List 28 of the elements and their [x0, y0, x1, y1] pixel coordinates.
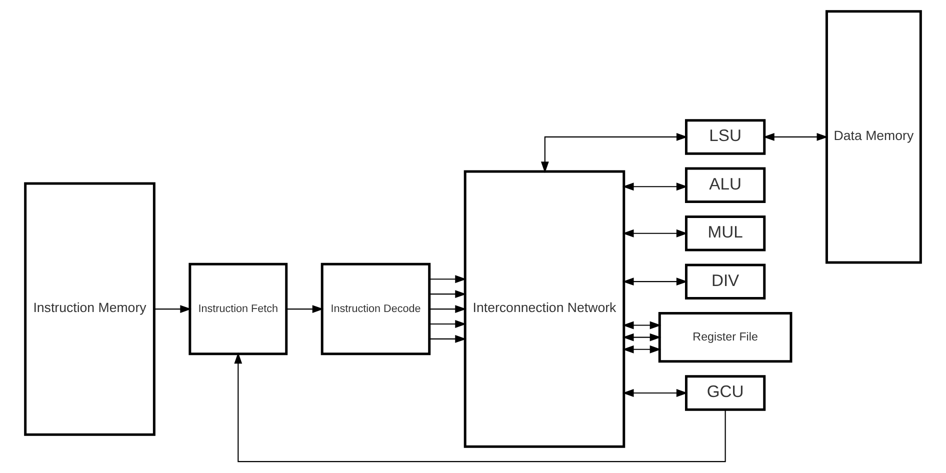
arrow	[429, 305, 466, 313]
arrow	[234, 352, 726, 462]
node-box: Instruction Fetch	[188, 262, 288, 356]
arrow	[763, 132, 828, 141]
node-box: Interconnection Network	[464, 170, 626, 448]
arrow	[622, 321, 662, 330]
arrow	[429, 335, 466, 343]
arrow	[622, 229, 688, 238]
arrow	[429, 320, 466, 328]
arrow	[622, 182, 688, 191]
arrow	[429, 275, 466, 284]
node-box: DIV	[685, 264, 766, 300]
arrow	[286, 305, 324, 313]
arrow	[540, 132, 688, 173]
node-box: MUL	[685, 216, 766, 252]
node-box: GCU	[685, 375, 766, 411]
arrow	[622, 278, 688, 286]
arrow	[622, 345, 662, 354]
node-box: Data Memory	[825, 10, 922, 264]
arrow	[622, 333, 662, 342]
node-box: Instruction Memory	[24, 182, 156, 436]
node-box: LSU	[685, 119, 766, 155]
arrow	[429, 290, 466, 298]
node-box: Instruction Decode	[320, 262, 431, 356]
arrow	[622, 389, 688, 397]
arrow	[154, 305, 192, 313]
node-box: ALU	[685, 167, 766, 204]
node-box: Register File	[658, 312, 792, 363]
